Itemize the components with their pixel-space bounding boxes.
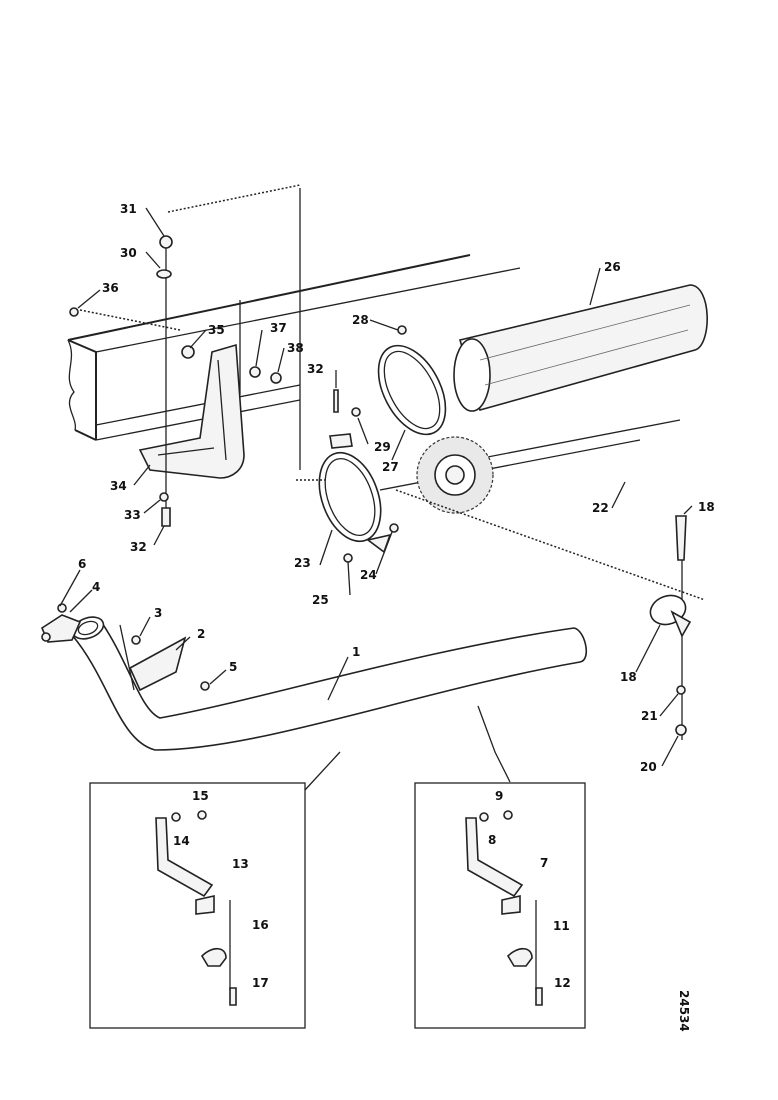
hanger-bracket-34 [138,343,245,479]
inset-leaders [304,705,511,791]
callout-16: 16 [252,918,269,932]
callout-33: 33 [124,508,141,522]
callout-leaders [59,207,693,767]
callout-15: 15 [192,789,209,803]
fasteners-top [69,235,407,563]
callout-36: 36 [102,281,119,295]
callout-18-lower: 18 [620,670,637,684]
callout-26: 26 [604,260,621,274]
callout-24: 24 [360,568,377,582]
callout-3: 3 [154,606,162,620]
callout-34: 34 [110,479,127,493]
callout-31: 31 [120,202,137,216]
frame-rail [67,254,521,441]
callout-28: 28 [352,313,369,327]
callout-13: 13 [232,857,249,871]
drawing-code: 24534 [677,990,691,1032]
callout-35: 35 [208,323,225,337]
callout-11: 11 [553,919,570,933]
callout-25: 25 [312,593,329,607]
callout-38: 38 [287,341,304,355]
callout-12: 12 [554,976,571,990]
flange-4 [40,603,82,643]
rear-clamp-18 [649,515,692,736]
callout-37: 37 [270,321,287,335]
clamp-23 [318,433,392,554]
callout-4: 4 [92,580,100,594]
callout-9: 9 [495,789,503,803]
callout-2: 2 [197,627,205,641]
callout-6: 6 [78,557,86,571]
callout-32-upper: 32 [307,362,324,376]
inset-box-right [414,782,586,1029]
bracket-2 [119,624,210,692]
callout-labels: 31 30 36 35 37 38 28 26 32 29 27 34 33 3… [78,202,715,990]
callout-8: 8 [488,833,496,847]
callout-20: 20 [640,760,657,774]
callout-7: 7 [540,856,548,870]
callout-22: 22 [592,501,609,515]
muffler-assembly [379,284,708,514]
clamp-ring-27 [377,344,447,436]
callout-21: 21 [641,709,658,723]
callout-23: 23 [294,556,311,570]
callout-27: 27 [382,460,399,474]
callout-18-upper: 18 [698,500,715,514]
callout-17: 17 [252,976,269,990]
callout-29: 29 [374,440,391,454]
callout-1: 1 [352,645,360,659]
inset-box-left [89,782,306,1029]
callout-32-lower: 32 [130,540,147,554]
callout-14: 14 [173,834,190,848]
callout-30: 30 [120,246,137,260]
callout-5: 5 [229,660,237,674]
